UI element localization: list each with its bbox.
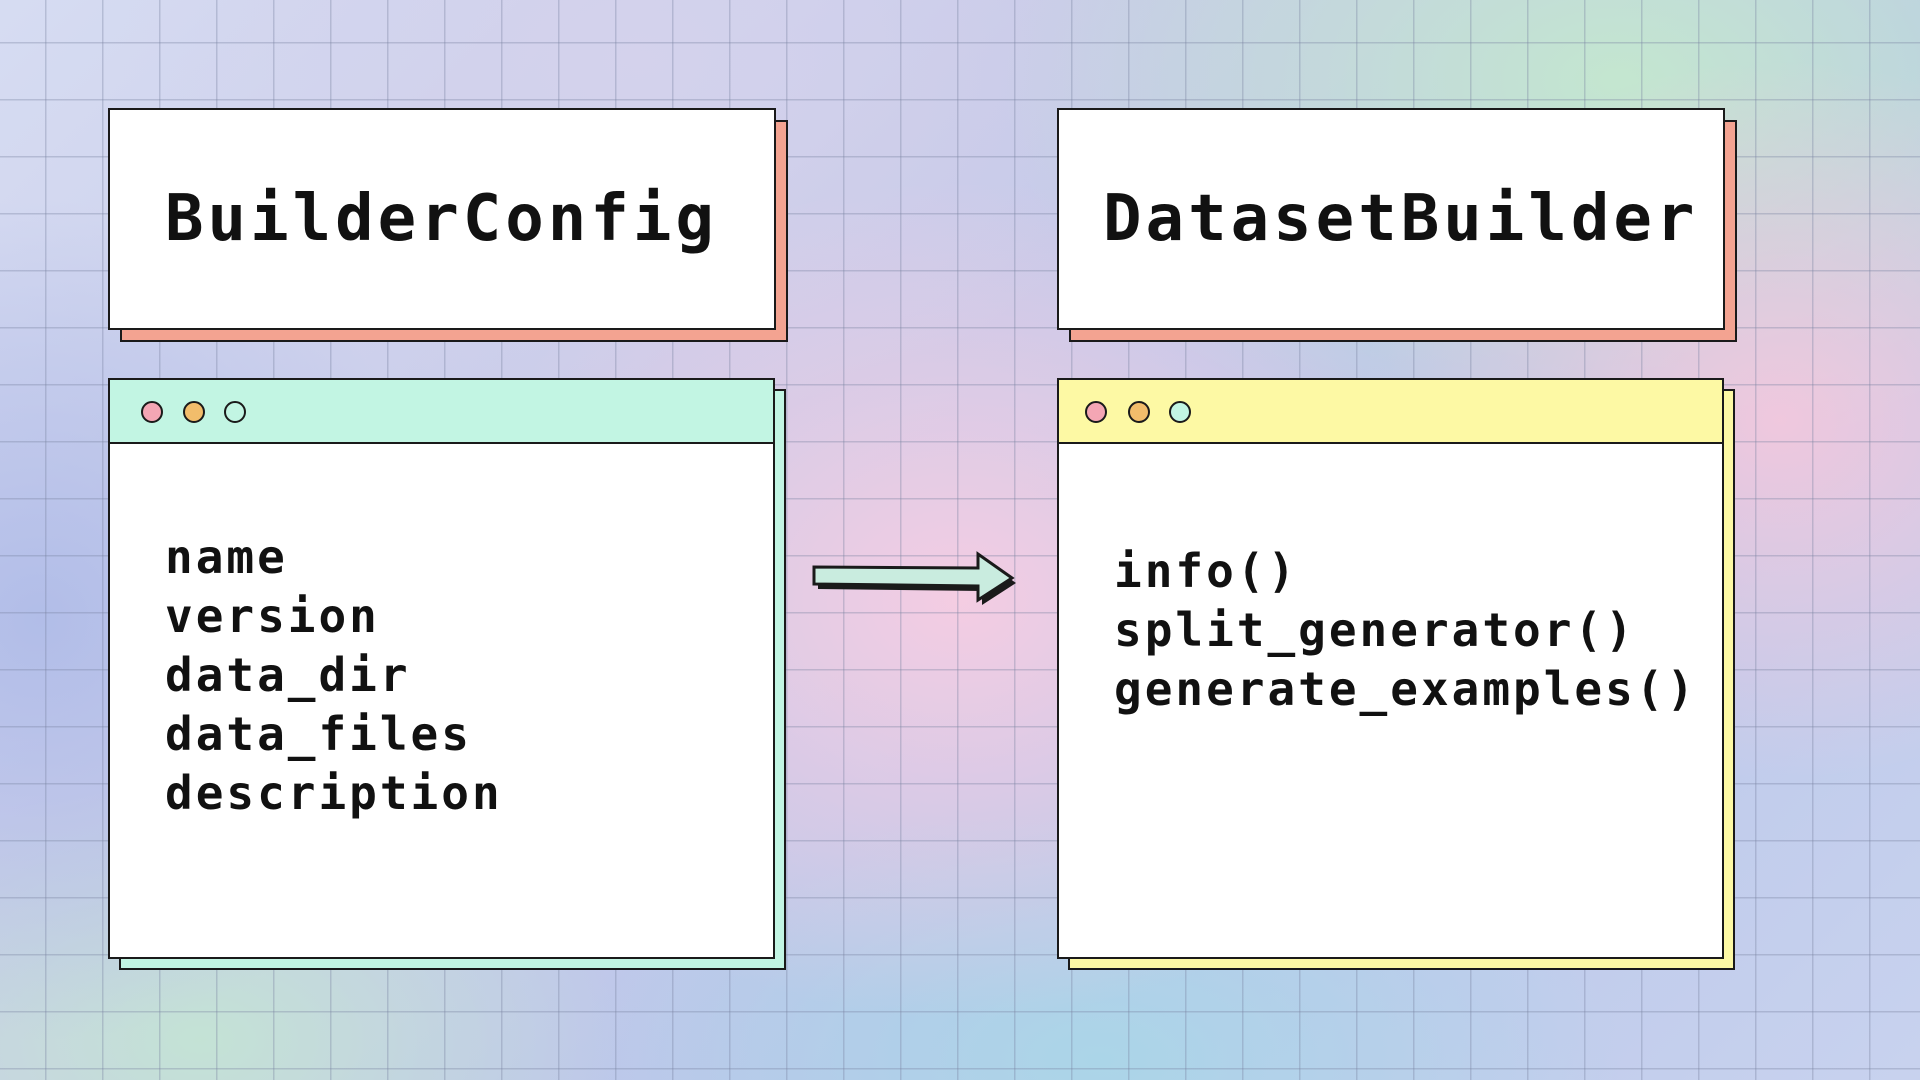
window-titlebar [1059,380,1722,444]
method-item: generate_examples() [1114,662,1698,716]
minimize-dot-icon[interactable] [183,401,205,423]
window-face: name version data_dir data_files descrip… [108,378,775,959]
window-face: info() split_generator() generate_exampl… [1057,378,1724,959]
method-item: info() [1114,544,1299,598]
builderconfig-title: BuilderConfig [165,182,718,256]
method-item: split_generator() [1114,603,1636,657]
datasetbuilder-window: info() split_generator() generate_exampl… [1057,378,1735,970]
builderconfig-window: name version data_dir data_files descrip… [108,378,786,970]
close-dot-icon[interactable] [141,401,163,423]
attribute-item: data_dir [165,648,411,702]
attribute-item: version [165,589,380,643]
attribute-item: name [165,530,288,584]
close-dot-icon[interactable] [1085,401,1107,423]
attribute-item: data_files [165,707,472,761]
datasetbuilder-method-list: info() split_generator() generate_exampl… [1114,542,1697,719]
window-titlebar [110,380,773,444]
attribute-item: description [165,766,503,820]
title-card-face: BuilderConfig [108,108,776,330]
minimize-dot-icon[interactable] [1128,401,1150,423]
datasetbuilder-title: DatasetBuilder [1103,182,1699,256]
datasetbuilder-title-card: DatasetBuilder [1057,108,1737,342]
arrow-right-icon [812,551,1016,605]
maximize-dot-icon[interactable] [224,401,246,423]
title-card-face: DatasetBuilder [1057,108,1725,330]
builderconfig-attribute-list: name version data_dir data_files descrip… [165,528,503,823]
maximize-dot-icon[interactable] [1169,401,1191,423]
builderconfig-title-card: BuilderConfig [108,108,788,342]
